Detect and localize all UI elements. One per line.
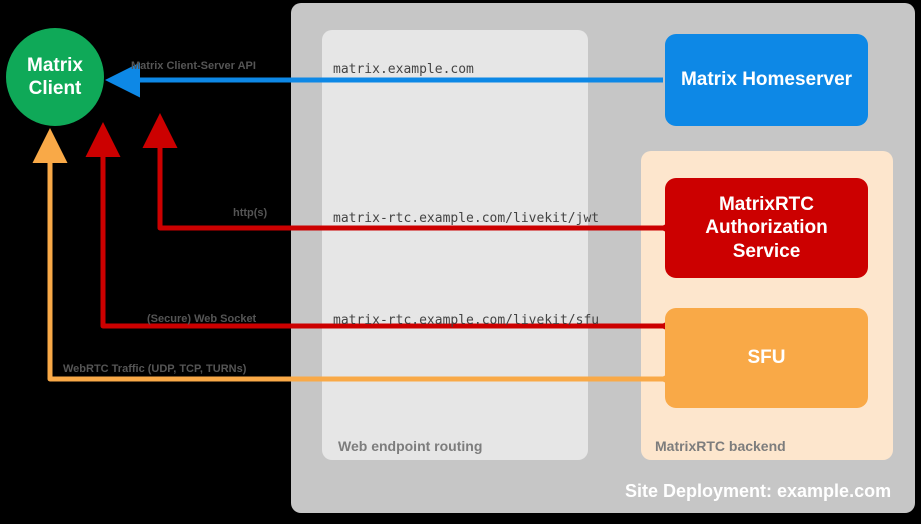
endpoint-url-matrix: matrix.example.com [333,62,474,77]
node-matrix-homeserver[interactable]: Matrix Homeserver [665,34,868,126]
flow-arrow-webrtc-traffic [32,128,693,397]
panel-label-web-endpoint-routing: Web endpoint routing [338,438,483,454]
panel-label-matrixrtc-backend: MatrixRTC backend [655,438,786,454]
node-sfu[interactable]: SFU [665,308,868,408]
flow-label-https: http(s) [233,207,268,219]
node-matrix-client-label-line1: Matrix [27,54,83,76]
node-auth-label-line2: Authorization [705,217,828,239]
endpoint-url-livekit-sfu: matrix-rtc.example.com/livekit/sfu [333,313,600,328]
node-matrix-client-label-line2: Client [28,78,82,99]
flow-label-webrtc-traffic: WebRTC Traffic (UDP, TCP, TURNs) [63,363,247,375]
endpoint-url-livekit-jwt: matrix-rtc.example.com/livekit/jwt [333,211,600,226]
panel-label-site-deployment: Site Deployment: example.com [625,481,892,501]
node-matrixrtc-authorization-service[interactable]: MatrixRTC Authorization Service [665,178,868,278]
node-sfu-label: SFU [747,347,786,369]
node-auth-label-line1: MatrixRTC [718,194,814,216]
node-auth-label-line3: Service [732,240,801,262]
node-matrix-client[interactable]: Matrix Client [6,28,104,126]
node-matrix-homeserver-label: Matrix Homeserver [680,69,853,91]
flow-label-websocket: (Secure) Web Socket [147,313,257,325]
flow-label-matrix-client-server-api: Matrix Client-Server API [131,60,256,72]
